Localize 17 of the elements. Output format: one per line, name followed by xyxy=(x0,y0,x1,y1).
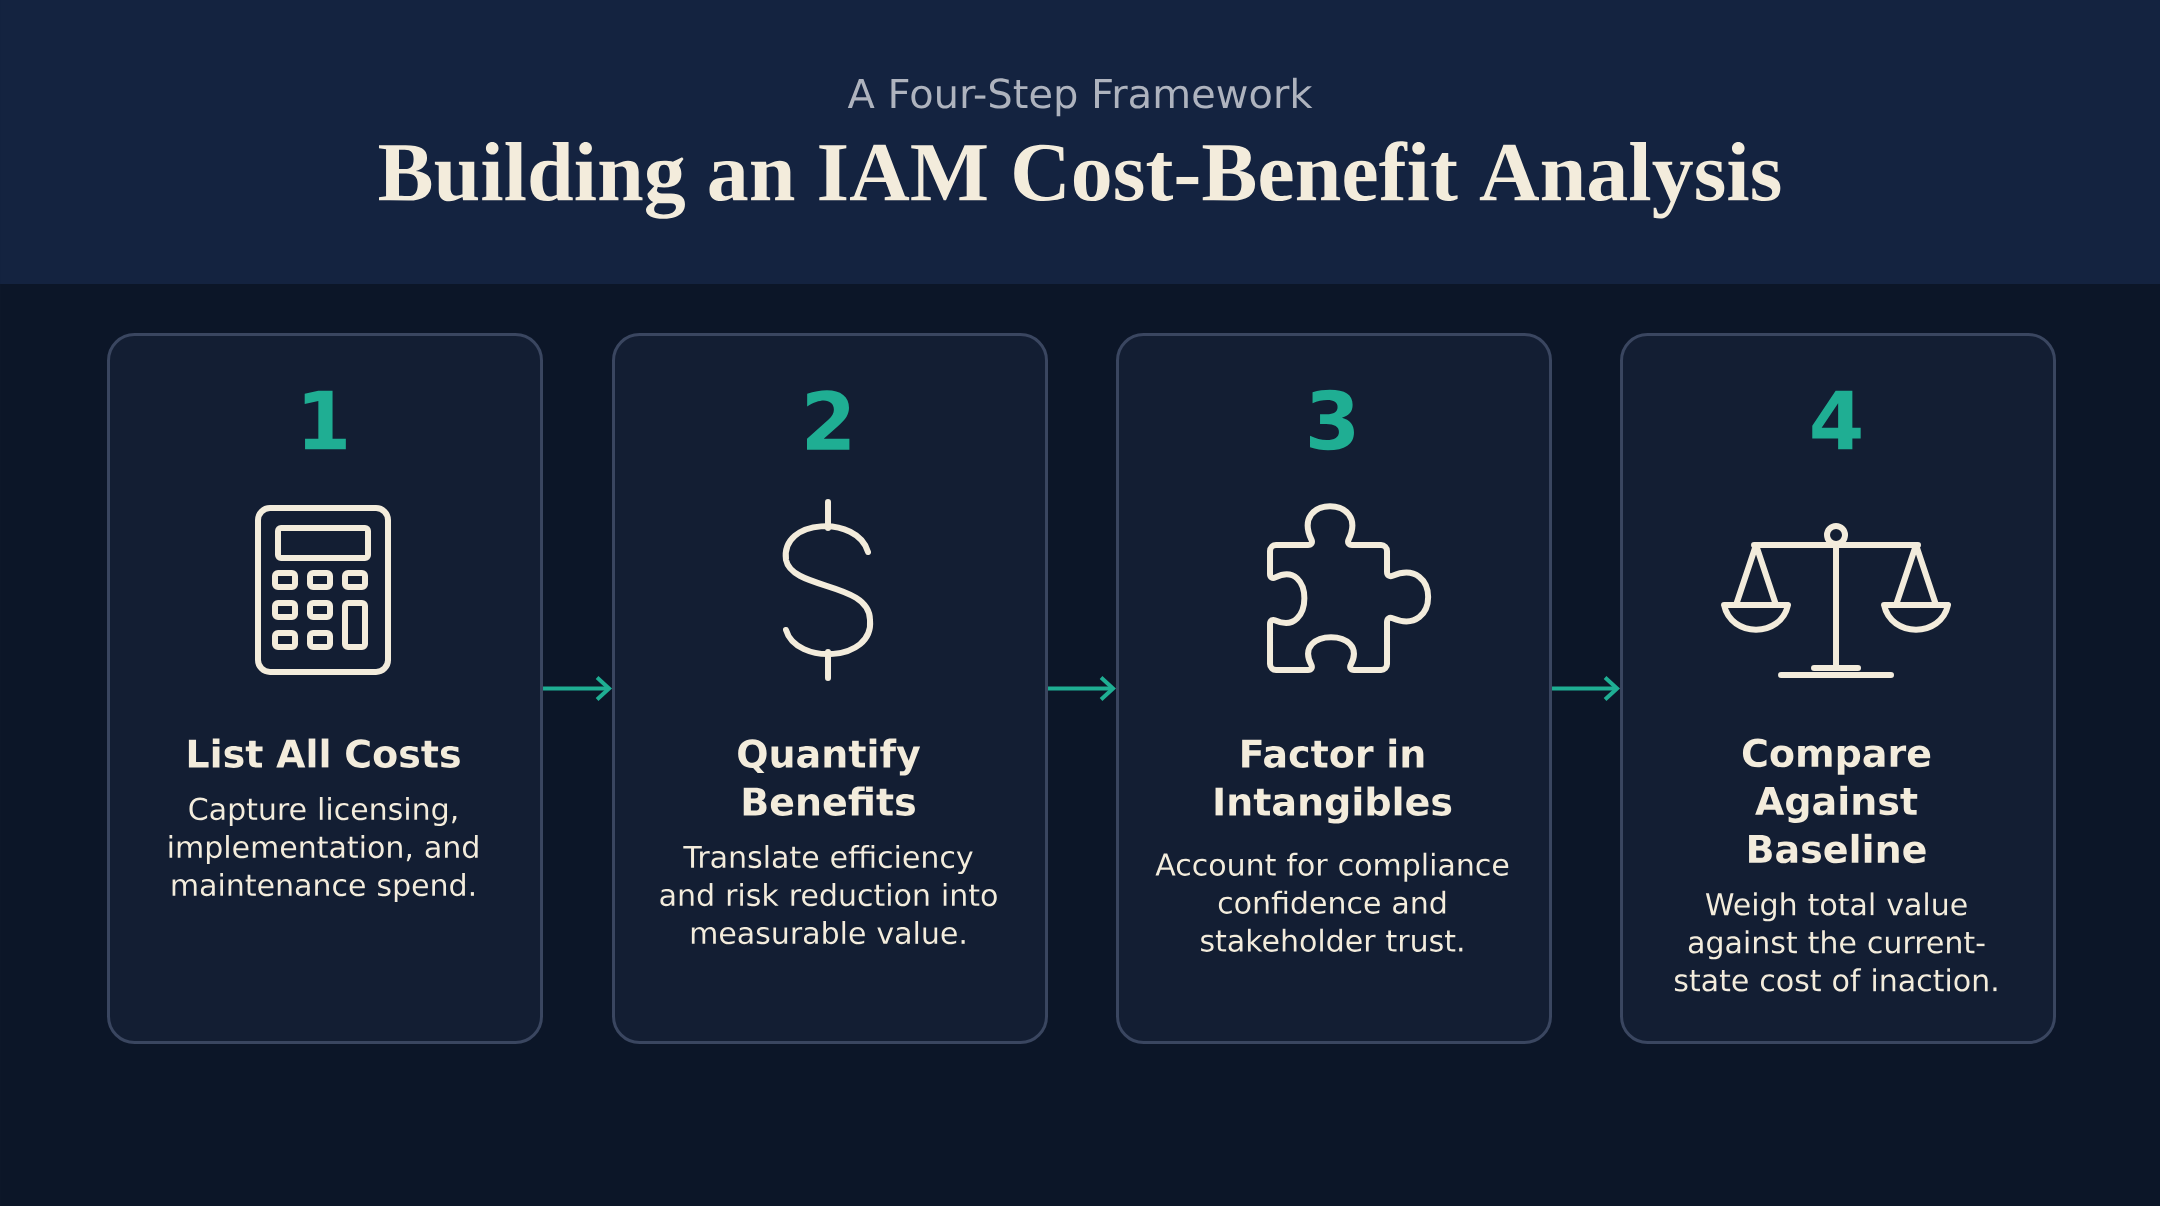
step-description: Weigh total value against the current-state cost of inaction. xyxy=(1674,892,1997,992)
title: Building an IAM Cost-Benefit Analysis xyxy=(378,141,1781,219)
step-number: 1 xyxy=(304,390,346,450)
step-heading: Factor in Intangibles xyxy=(1215,738,1452,824)
step-number: 4 xyxy=(1812,390,1861,450)
subtitle: A Four-Step Framework xyxy=(847,77,1313,117)
arrow xyxy=(1552,676,1620,701)
step-heading: Compare Against Baseline xyxy=(1742,738,1931,864)
step-number: 3 xyxy=(1310,389,1354,451)
step-description: Account for compliance confidence and stakeholder trust. xyxy=(1155,852,1509,952)
step-number: 2 xyxy=(807,390,850,450)
arrow xyxy=(1048,676,1116,701)
step-heading: Quantify Benefits xyxy=(738,738,921,816)
step-description: Translate efficiency and risk reduction into measurable value. xyxy=(660,845,997,945)
step-heading: List All Costs xyxy=(188,738,460,768)
step-description: Capture licensing, implementation, and maintenance spend. xyxy=(169,797,478,903)
arrow xyxy=(543,676,612,701)
